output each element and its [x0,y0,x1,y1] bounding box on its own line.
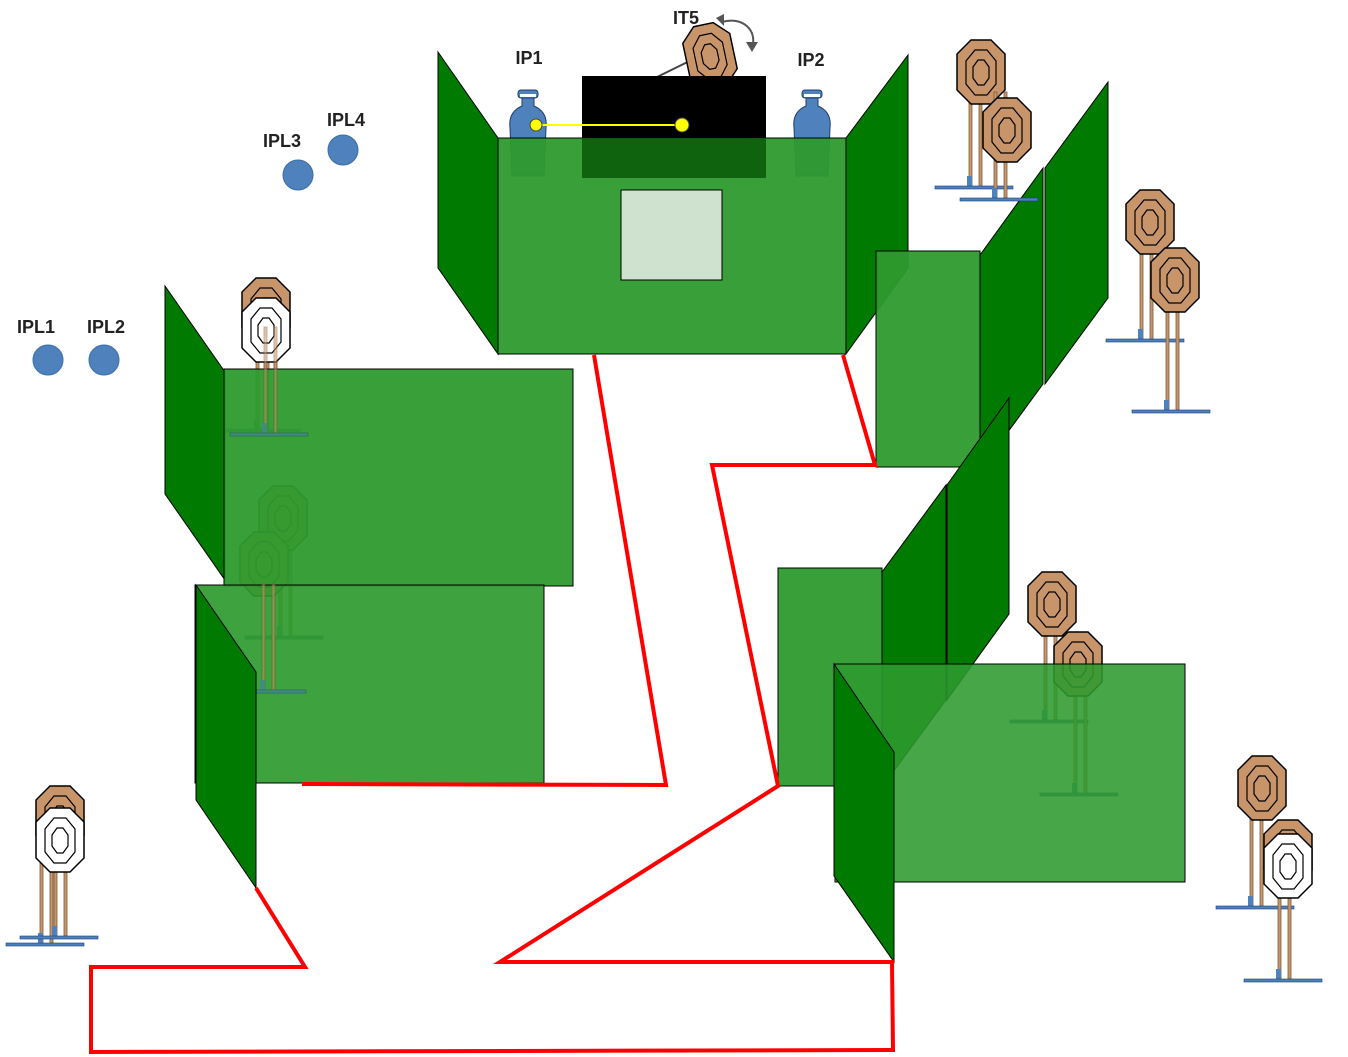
steel-plate-icon [32,134,359,376]
fault-line [301,354,669,788]
wall-top-structure [437,50,909,356]
label-ip1: IP1 [515,48,542,68]
target-it5-swinger [654,18,741,94]
label-ipl4: IPL4 [327,110,365,130]
pale-window [620,189,723,281]
label-ip2: IP2 [797,50,824,70]
target-bottom-left [5,785,99,947]
target-right-far [1105,189,1211,414]
swing-arrow-icon [716,14,758,52]
fault-line-main [89,354,896,1055]
target-top-right [934,39,1039,202]
label-it5: IT5 [673,8,699,28]
wall-right-middle [875,80,1109,472]
target-bottom-right [1215,755,1323,983]
wall-upper-left [164,284,574,587]
label-ipl3: IPL3 [263,131,301,151]
label-ipl2: IPL2 [87,317,125,337]
wall-lower-left [194,583,545,890]
label-ipl1: IPL1 [17,317,55,337]
wall-lower-right [777,396,1186,964]
